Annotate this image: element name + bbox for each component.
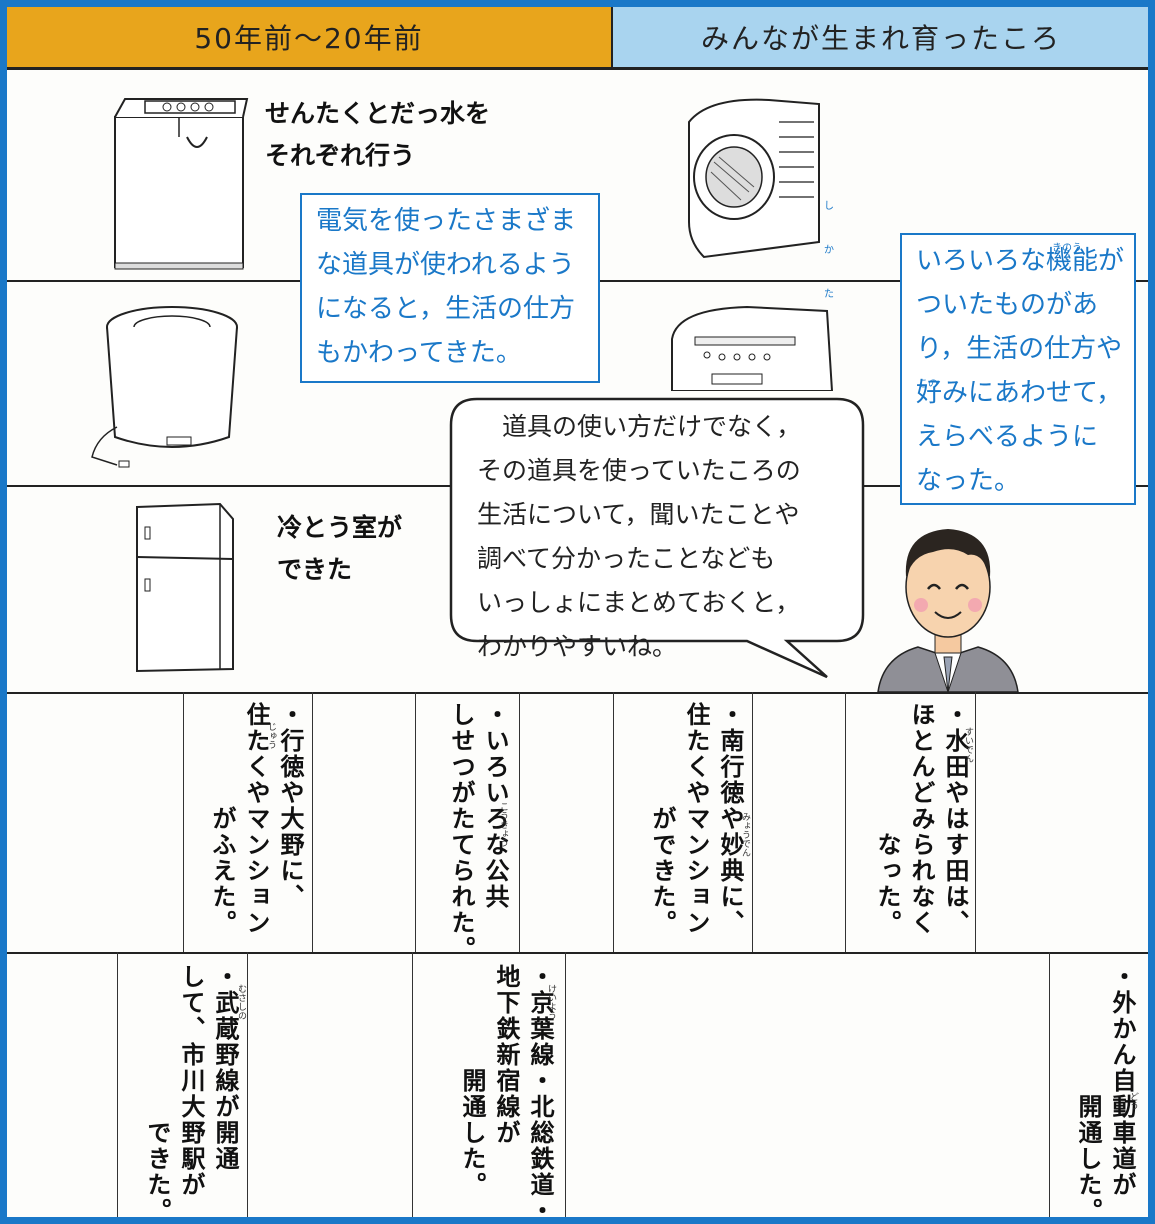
column-divider xyxy=(1049,952,1050,1217)
bubble-line: 調べて分かったことなども xyxy=(477,544,776,573)
column-divider xyxy=(415,692,416,952)
refrigerator-icon xyxy=(136,502,234,673)
entry-line: しせつがたてられた。 xyxy=(447,702,475,962)
header-left-period: 50年前〜20年前 xyxy=(7,7,613,70)
column-divider xyxy=(247,952,248,1217)
bubble-line: いっしょにまとめておくと， xyxy=(477,588,801,617)
entry-line: できた。 xyxy=(143,964,171,1224)
note-line: 電気を使ったさまざま xyxy=(316,206,577,236)
column-divider xyxy=(519,692,520,952)
label-line: できた xyxy=(277,555,353,584)
rice-cooker-icon xyxy=(671,305,834,391)
note-line: 好みにあわせて， xyxy=(916,378,1123,408)
header-right-period: みんなが生まれ育ったころ xyxy=(613,7,1148,70)
ruby-text: きのう xyxy=(1052,243,1082,254)
bubble-line: 道具の使い方だけでなく， xyxy=(477,412,802,441)
label-line: それぞれ行う xyxy=(265,141,416,170)
note-line: り，生活の仕方や xyxy=(916,334,1123,364)
column-divider xyxy=(752,692,753,952)
electric-pot-icon xyxy=(91,306,238,468)
timeline-divider xyxy=(7,692,1148,694)
bubble-line: わかりやすいね。 xyxy=(477,632,678,661)
entry-line: ・京葉線・北総鉄道・ xyxy=(526,964,554,1224)
entry-line: 地下鉄新宿線が xyxy=(492,964,520,1146)
ruby-text: みょうでん xyxy=(740,812,750,857)
entry-line: 住たくやマンション xyxy=(682,702,710,936)
timeline-entry: ・京葉線・北総鉄道・ 地下鉄新宿線が 開通した。 xyxy=(427,964,557,1224)
timeline-entry: ・水田やはす田は、 ほとんどみられなく なった。 xyxy=(852,702,972,952)
drum-washer-icon xyxy=(688,98,820,259)
ruby-text: こうきょう xyxy=(498,802,508,847)
note-right: いろいろな機能が ついたものがあ り，生活の仕方や 好みにあわせて， えらべるよ… xyxy=(900,233,1136,505)
speech-bubble xyxy=(449,397,865,679)
ruby-text: じゅう xyxy=(266,722,276,749)
entry-line: ・行徳や大野に、 xyxy=(276,702,304,910)
column-divider xyxy=(183,692,184,952)
entry-line: ・南行徳や妙典に、 xyxy=(716,702,744,936)
note-left: 電気を使ったさまざま な道具が使われるよう になると，生活の仕方 もかわってきた… xyxy=(300,193,834,383)
ruby-text: けいよう xyxy=(546,984,556,1020)
speech-bubble-text: 道具の使い方だけでなく， その道具を使っていたころの 生活について，聞いたことや… xyxy=(477,405,857,669)
timeline-entry: ・いろいろな公共 しせつがたてられた。 xyxy=(427,702,512,962)
teacher-avatar-icon xyxy=(877,529,1019,692)
fridge-label: 冷とう室が できた xyxy=(277,507,402,591)
column-divider xyxy=(565,952,566,1217)
column-divider xyxy=(412,952,413,1217)
entry-line: して、市川大野駅が xyxy=(177,964,205,1198)
note-line: なった。 xyxy=(916,466,1021,496)
bubble-line: 生活について，聞いたことや xyxy=(477,500,800,529)
entry-line: ・水田やはす田は、 xyxy=(941,702,969,936)
note-line: な道具が使われるよう xyxy=(316,250,575,280)
ruby-text: どう xyxy=(1128,1092,1138,1110)
note-line: もかわってきた。 xyxy=(316,338,522,368)
timeline-area: ・行徳や大野に、 住たくやマンション がふえた。 ・いろいろな公共 しせつがたて… xyxy=(7,692,1148,1217)
column-divider xyxy=(312,692,313,952)
column-divider xyxy=(117,952,118,1217)
timeline-entry: ・外かん自動車道が 開通した。 xyxy=(1059,964,1139,1224)
note-line: いろいろな機能が xyxy=(916,246,1125,276)
column-divider xyxy=(845,692,846,952)
bubble-line: その道具を使っていたころの xyxy=(477,456,801,485)
entry-line: 開通した。 xyxy=(1074,964,1102,1224)
timeline-divider xyxy=(7,952,1148,954)
entry-line: ほとんどみられなく xyxy=(907,702,935,936)
entry-line: 開通した。 xyxy=(458,964,486,1198)
ruby-text: この xyxy=(918,379,938,390)
entry-line: ・外かん自動車道が xyxy=(1108,964,1136,1198)
column-divider xyxy=(613,692,614,952)
entry-line: 住たくやマンション xyxy=(242,702,270,936)
label-line: 冷とう室が xyxy=(277,513,403,542)
entry-line: がふえた。 xyxy=(208,702,236,936)
ruby-text: むさしの xyxy=(236,984,246,1020)
timeline-entry: ・行徳や大野に、 住たくやマンション がふえた。 xyxy=(187,702,307,952)
timeline-entry: ・南行徳や妙典に、 住たくやマンション ができた。 xyxy=(622,702,747,952)
washer-old-label: せんたくとだっ水を それぞれ行う xyxy=(265,93,490,177)
label-line: せんたくとだっ水を xyxy=(265,99,491,128)
ruby-text: すいでん xyxy=(963,727,973,763)
timeline-entry: ・武蔵野線が開通 して、市川大野駅が できた。 xyxy=(122,964,242,1224)
twin-tub-washer-icon xyxy=(114,98,249,270)
entry-line: ・いろいろな公共 xyxy=(481,702,509,910)
note-line: ついたものがあ xyxy=(916,290,1099,320)
entry-line: ができた。 xyxy=(648,702,676,936)
column-divider xyxy=(975,692,976,952)
entry-line: なった。 xyxy=(873,702,901,936)
note-line: えらべるように xyxy=(916,422,1099,452)
ruby-text: しかた xyxy=(824,201,834,300)
note-line: になると，生活の仕方 xyxy=(316,294,575,324)
entry-line: ・武蔵野線が開通 xyxy=(211,964,239,1172)
